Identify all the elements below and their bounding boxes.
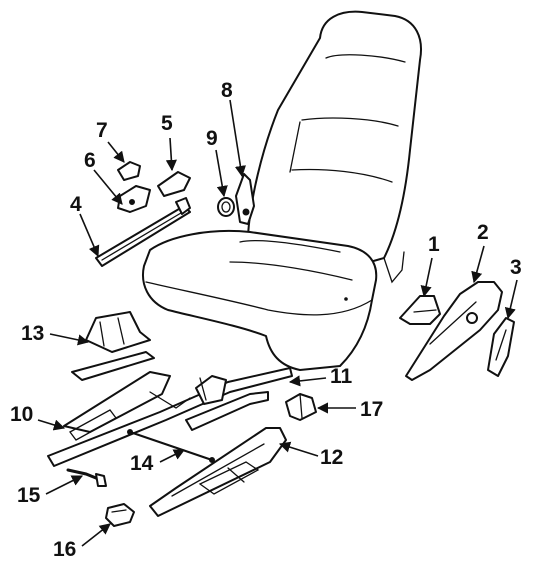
recliner-knob <box>217 197 235 217</box>
track-cover <box>285 393 317 421</box>
seat-adjuster-tracks <box>47 311 293 467</box>
clip-part <box>105 503 135 527</box>
upper-bracket <box>157 171 191 197</box>
torsion-rod <box>127 429 215 463</box>
callout-numbers: 1 2 3 4 5 6 7 8 9 10 11 12 13 14 15 16 1… <box>10 79 522 561</box>
callout-1: 1 <box>428 233 440 256</box>
leader-lines <box>37 99 518 547</box>
callout-2: 2 <box>477 221 489 244</box>
hinge-plate <box>117 185 151 213</box>
callout-9: 9 <box>206 127 218 150</box>
side-trim-clip <box>399 295 441 325</box>
callout-3: 3 <box>510 256 522 279</box>
side-rail-bracket <box>95 197 191 267</box>
adjuster-handle <box>66 468 107 487</box>
callout-13: 13 <box>21 322 44 345</box>
callout-5: 5 <box>161 112 173 135</box>
callout-15: 15 <box>17 484 41 507</box>
callout-8: 8 <box>221 79 233 102</box>
callout-11: 11 <box>330 365 353 388</box>
callout-6: 6 <box>84 149 96 172</box>
recliner-handle <box>487 317 515 377</box>
callout-7: 7 <box>96 119 108 142</box>
callout-17: 17 <box>360 398 383 421</box>
callout-4: 4 <box>70 193 82 216</box>
seat-cushion <box>142 229 378 371</box>
lower-track-assembly <box>149 427 287 517</box>
recliner-bracket <box>235 173 255 225</box>
callout-14: 14 <box>130 452 154 475</box>
callout-12: 12 <box>320 446 343 469</box>
outer-side-shield <box>405 281 503 381</box>
callout-16: 16 <box>53 538 76 561</box>
callout-10: 10 <box>10 403 33 426</box>
cap-part <box>117 161 141 181</box>
